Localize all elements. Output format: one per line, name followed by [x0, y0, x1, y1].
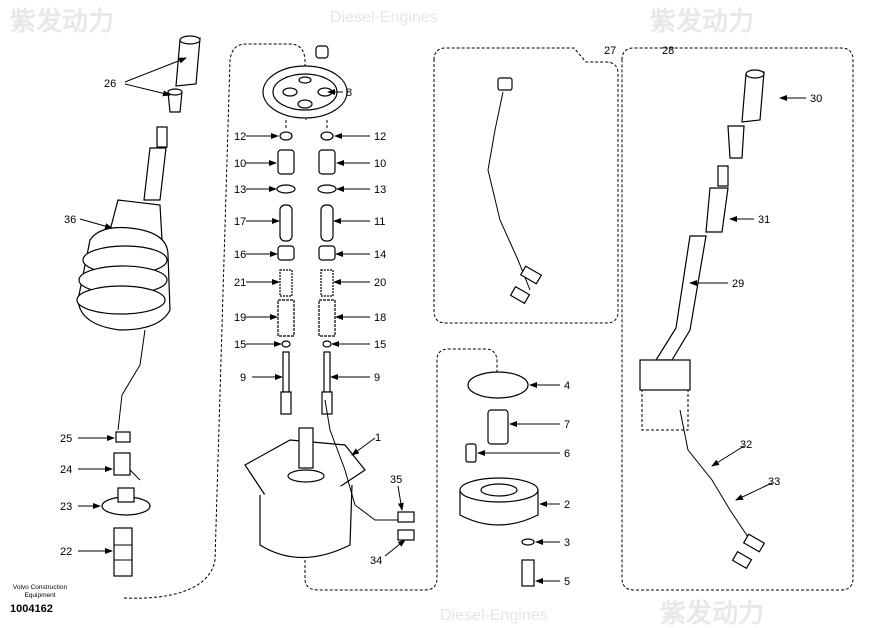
callout-23: 23 [60, 501, 72, 513]
callout-10-right: 10 [374, 158, 386, 170]
callout-leader [397, 485, 404, 511]
callout-leaders-2 [246, 89, 806, 584]
callout-7: 7 [564, 419, 570, 431]
callout-33: 33 [768, 476, 780, 488]
document-number: 1004162 [10, 603, 53, 615]
callout-26: 26 [104, 78, 116, 90]
watermark-cn: 紫发动力 [660, 598, 764, 628]
watermark-cn: 紫发动力 [10, 6, 114, 37]
harness-27 [487, 77, 543, 305]
callout-22: 22 [60, 546, 72, 558]
callout-9-left: 9 [240, 372, 246, 384]
lever-assembly [76, 35, 201, 577]
watermark-en: Diesel-Engines [330, 9, 438, 26]
callout-6: 6 [564, 448, 570, 460]
callout-2: 2 [564, 499, 570, 511]
callout-leader [711, 445, 745, 467]
assembly-boundary [123, 43, 307, 599]
panel-label-28: 28 [662, 45, 674, 57]
brand-name: Volvo Construction Equipment [12, 584, 68, 599]
pilot-valve-assembly [244, 45, 415, 559]
callout-11: 11 [374, 216, 385, 228]
callout-29: 29 [732, 278, 744, 290]
callout-32: 32 [740, 439, 752, 451]
callout-8: 8 [346, 87, 352, 99]
callout-leader [384, 539, 406, 557]
callout-3: 3 [564, 537, 570, 549]
callout-20: 20 [374, 277, 386, 289]
callout-13-right: 13 [374, 184, 386, 196]
callout-31: 31 [758, 214, 770, 226]
callout-leader [351, 437, 376, 456]
callout-12-left: 12 [234, 131, 246, 143]
callout-25: 25 [60, 433, 72, 445]
assembly-boundary-2 [304, 348, 498, 591]
panel-label-27: 27 [604, 45, 616, 57]
callout-12-right: 12 [374, 131, 386, 143]
callout-30: 30 [810, 93, 822, 105]
callout-21: 21 [234, 277, 246, 289]
callout-15-left: 15 [234, 339, 246, 351]
callout-1: 1 [375, 432, 381, 444]
callout-leaders [78, 57, 187, 554]
callout-4: 4 [564, 380, 570, 392]
callout-13-left: 13 [234, 184, 246, 196]
callout-10-left: 10 [234, 158, 246, 170]
panel-28-frame [621, 47, 854, 591]
callout-9-right: 9 [374, 372, 380, 384]
callout-16: 16 [234, 249, 246, 261]
callout-34: 34 [370, 555, 382, 567]
panel-27-frame [433, 47, 619, 324]
callout-35: 35 [390, 474, 402, 486]
callout-17: 17 [234, 216, 246, 228]
watermark-cn: 紫发动力 [650, 6, 754, 37]
callout-14: 14 [374, 249, 386, 261]
watermark-en: Diesel-Engines [440, 607, 548, 624]
parts-2-7 [459, 371, 539, 587]
lever-28 [639, 69, 766, 570]
callout-leader [735, 482, 773, 501]
callout-labels: 26 36 25 24 23 22 8 12 12 10 10 13 13 17… [60, 45, 822, 588]
callout-5: 5 [564, 576, 570, 588]
callout-36: 36 [64, 214, 76, 226]
watermark: 紫发动力 紫发动力 紫发动力 Diesel-Engines Diesel-Eng… [10, 6, 764, 628]
callout-18: 18 [374, 312, 386, 324]
callout-15-right: 15 [374, 339, 386, 351]
callout-24: 24 [60, 464, 72, 476]
callout-19: 19 [234, 312, 246, 324]
